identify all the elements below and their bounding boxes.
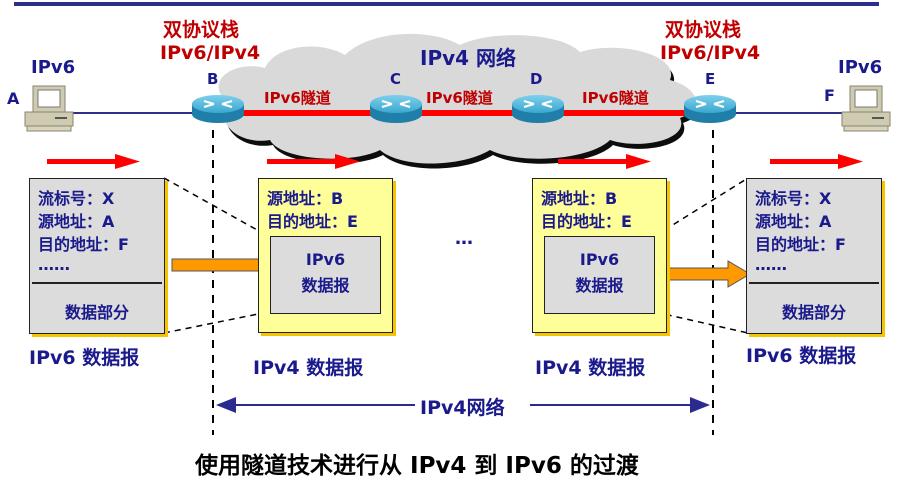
packet-field: …… bbox=[755, 255, 787, 274]
router-e-icon bbox=[684, 95, 736, 123]
router-c-label: C bbox=[390, 70, 402, 88]
router-b-icon bbox=[192, 95, 244, 123]
ipv4-network-span-label: IPv4网络 bbox=[420, 397, 505, 419]
packet-field: 流标号：X bbox=[755, 189, 832, 208]
packet-field: 目的地址：E bbox=[267, 212, 358, 231]
ipv4-packet-second-caption: IPv4 数据报 bbox=[535, 357, 646, 379]
packet-field: 源地址：A bbox=[38, 212, 115, 231]
packet-field: 目的地址：E bbox=[541, 212, 632, 231]
router-d-label: D bbox=[530, 70, 543, 88]
ipv6-packet-left-caption: IPv6 数据报 bbox=[29, 347, 140, 369]
encapsulated-ipv6-datagram: IPv6 数据报 bbox=[270, 236, 381, 314]
packet-field: 源地址：A bbox=[755, 212, 832, 231]
router-c-icon bbox=[370, 95, 422, 123]
ipv4-packet-second: 源地址：B 目的地址：E IPv6 数据报 bbox=[532, 178, 667, 333]
node-f-label: F bbox=[824, 86, 835, 105]
packet-field: 目的地址：F bbox=[38, 235, 129, 254]
tunnel-label-c-d: IPv6隧道 bbox=[426, 89, 493, 107]
direction-arrow-right-icon bbox=[558, 154, 651, 169]
host-a-computer-icon bbox=[24, 85, 74, 132]
ipv4-cloud-label: IPv4 网络 bbox=[420, 46, 517, 70]
dual-stack-left-title: 双协议栈 bbox=[163, 19, 240, 41]
router-e-label: E bbox=[705, 70, 716, 88]
header-divider bbox=[32, 282, 162, 284]
encapsulation-guides bbox=[163, 177, 749, 334]
top-rule bbox=[14, 2, 879, 6]
packet-ellipsis: … bbox=[455, 228, 473, 249]
dual-stack-left-subtitle: IPv6/IPv4 bbox=[160, 42, 261, 64]
inner-line2: 数据报 bbox=[301, 276, 350, 295]
direction-arrow-right-icon bbox=[267, 154, 360, 169]
encapsulated-ipv6-datagram: IPv6 数据报 bbox=[544, 236, 655, 314]
direction-arrow-right-icon bbox=[770, 154, 863, 169]
ipv6-packet-left: 流标号：X 源地址：A 目的地址：F …… 数据部分 bbox=[29, 178, 165, 334]
direction-arrows bbox=[47, 154, 863, 169]
router-d-icon bbox=[512, 95, 564, 123]
host-right-label: IPv6 bbox=[838, 57, 883, 78]
payload-label: 数据部分 bbox=[64, 303, 129, 322]
tunnel-label-b-c: IPv6隧道 bbox=[264, 89, 331, 107]
direction-arrow-right-icon bbox=[47, 154, 140, 169]
inner-line2: 数据报 bbox=[575, 276, 624, 295]
ipv6-packet-right-caption: IPv6 数据报 bbox=[746, 345, 857, 367]
packet-field: 目的地址：F bbox=[755, 235, 846, 254]
packet-field: 源地址：B bbox=[541, 189, 618, 208]
router-b-label: B bbox=[207, 70, 219, 88]
node-a-label: A bbox=[7, 89, 20, 108]
header-divider bbox=[749, 282, 879, 284]
packet-field: …… bbox=[38, 255, 70, 274]
ipv4-cloud bbox=[218, 33, 700, 169]
diagram-title: 使用隧道技术进行从 IPv4 到 IPv6 的过渡 bbox=[195, 453, 639, 479]
dual-stack-right-title: 双协议栈 bbox=[665, 19, 742, 41]
ipv4-packet-first-caption: IPv4 数据报 bbox=[253, 357, 364, 379]
host-left-label: IPv6 bbox=[31, 57, 76, 78]
ipv4-packet-first: 源地址：B 目的地址：E IPv6 数据报 bbox=[258, 178, 393, 333]
inner-line1: IPv6 bbox=[579, 250, 620, 269]
packet-field: 流标号：X bbox=[38, 189, 115, 208]
host-f-computer-icon bbox=[841, 85, 891, 132]
dual-stack-right-subtitle: IPv6/IPv4 bbox=[660, 42, 761, 64]
packet-field: 源地址：B bbox=[267, 189, 344, 208]
inner-line1: IPv6 bbox=[305, 250, 346, 269]
tunnel-label-d-e: IPv6隧道 bbox=[582, 89, 649, 107]
ipv6-packet-right: 流标号：X 源地址：A 目的地址：F …… 数据部分 bbox=[746, 178, 882, 334]
payload-label: 数据部分 bbox=[781, 303, 846, 322]
